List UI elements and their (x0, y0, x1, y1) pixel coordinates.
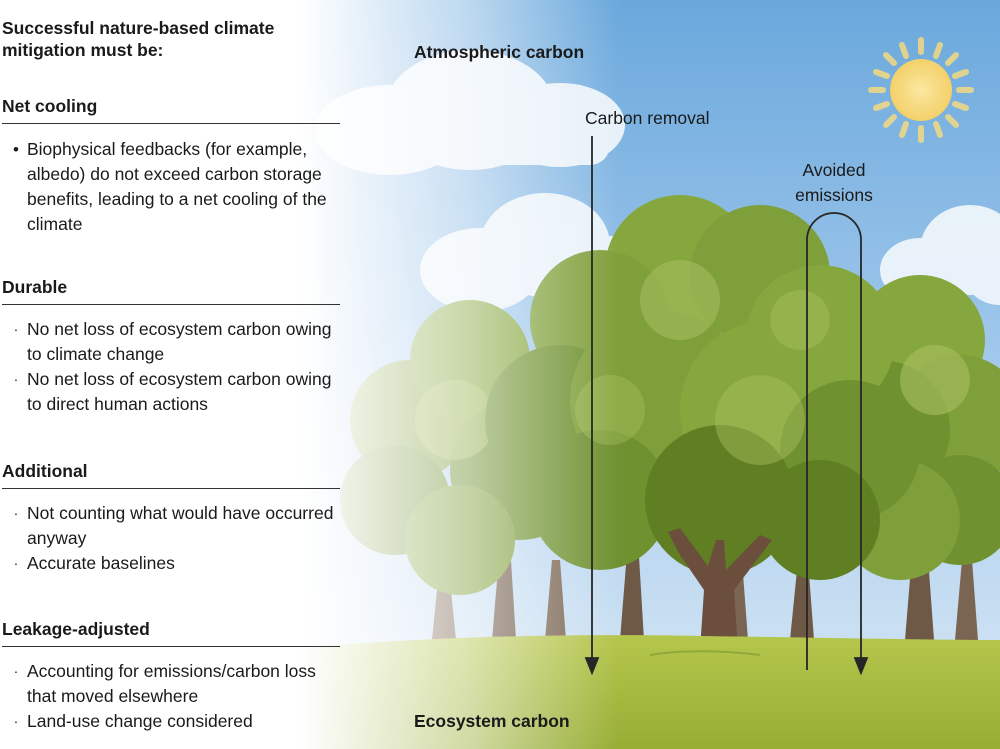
bullet-icon: · (13, 321, 19, 337)
ecosystem-carbon-label: Ecosystem carbon (414, 711, 570, 731)
list-item: ·No net loss of ecosystem carbon owing t… (2, 367, 342, 417)
section-heading: Net cooling (2, 95, 340, 124)
section-heading: Additional (2, 460, 340, 489)
avoided-emissions-line2: emissions (795, 185, 873, 205)
list-item: ·Not counting what would have occurred a… (2, 501, 342, 551)
list-item: •Biophysical feedbacks (for example, alb… (2, 137, 342, 237)
section-list: •Biophysical feedbacks (for example, alb… (2, 137, 342, 237)
section-list: ·Not counting what would have occurred a… (2, 501, 342, 576)
bullet-icon: · (13, 371, 19, 387)
list-item: ·No net loss of ecosystem carbon owing t… (2, 317, 342, 367)
bullet-icon: · (13, 713, 19, 729)
section-heading: Leakage-adjusted (2, 618, 340, 647)
atmospheric-carbon-label: Atmospheric carbon (414, 42, 585, 62)
page-title: Successful nature-based climate mitigati… (2, 18, 275, 60)
section-list: ·Accounting for emissions/carbon loss th… (2, 659, 342, 734)
section-list: ·No net loss of ecosystem carbon owing t… (2, 317, 342, 417)
section-heading: Durable (2, 276, 340, 305)
avoided-emissions-line1: Avoided (802, 160, 866, 180)
bullet-icon: • (13, 140, 19, 159)
arrow-down-icon (584, 136, 600, 676)
list-item: ·Land-use change considered (2, 709, 342, 734)
u-turn-arrow-icon (806, 212, 869, 676)
list-item: ·Accounting for emissions/carbon loss th… (2, 659, 342, 709)
carbon-removal-label: Carbon removal (585, 108, 710, 128)
bullet-icon: · (13, 555, 19, 571)
avoided-emissions-label: Avoided emissions (788, 158, 880, 208)
list-item: ·Accurate baselines (2, 551, 342, 576)
bullet-icon: · (13, 663, 19, 679)
bullet-icon: · (13, 505, 19, 521)
